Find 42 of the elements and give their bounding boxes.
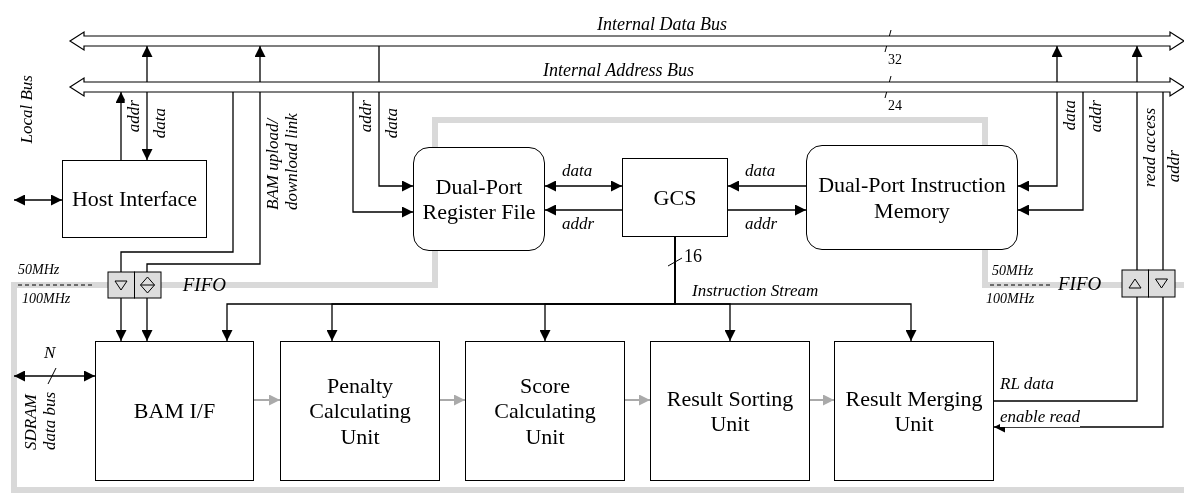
arrow [727,204,807,216]
memory-box: Dual-Port Register File [413,147,545,251]
fifo-label: FIFO [182,274,226,296]
arrow [378,45,414,192]
fifo-buffer [108,272,226,298]
arrow [115,91,127,161]
arrow [115,297,127,342]
arrow [141,297,153,342]
arrow [439,394,466,406]
bus-label: Internal Data Bus [597,14,727,35]
arrow [727,180,807,192]
block-box: BAM I/F [95,341,254,481]
arrow [993,296,1164,433]
bus-label: Internal Address Bus [543,60,694,81]
arrow [1017,91,1084,216]
arrow [544,204,623,216]
arrow [1131,45,1143,271]
arrow [13,194,63,206]
block-box: Result Sorting Unit [650,341,810,481]
memory-box: Dual-Port Instruction Memory [806,145,1018,250]
arrow [253,394,281,406]
arrow [13,370,96,382]
fifo-buffer [1058,270,1175,297]
arrow [352,91,414,218]
arrow [146,45,266,273]
arrow [624,394,651,406]
arrow [141,45,153,161]
block-box: Result Merging Unit [834,341,994,481]
arrow [674,236,917,342]
block-box: Penalty Calculating Unit [280,341,440,481]
arrow [544,180,623,192]
block-box: Score Calculating Unit [465,341,625,481]
bus [70,62,1184,96]
bus-width-label: 32 [888,52,902,68]
bus [70,16,1184,50]
fifo-label: FIFO [1058,272,1102,295]
arrow [1017,45,1063,192]
bus-width-label: 24 [888,98,902,114]
edge-label: enable read [1000,408,1081,427]
arrow [809,394,835,406]
block-box: GCS [622,158,728,237]
block-box: Host Interface [62,160,207,238]
